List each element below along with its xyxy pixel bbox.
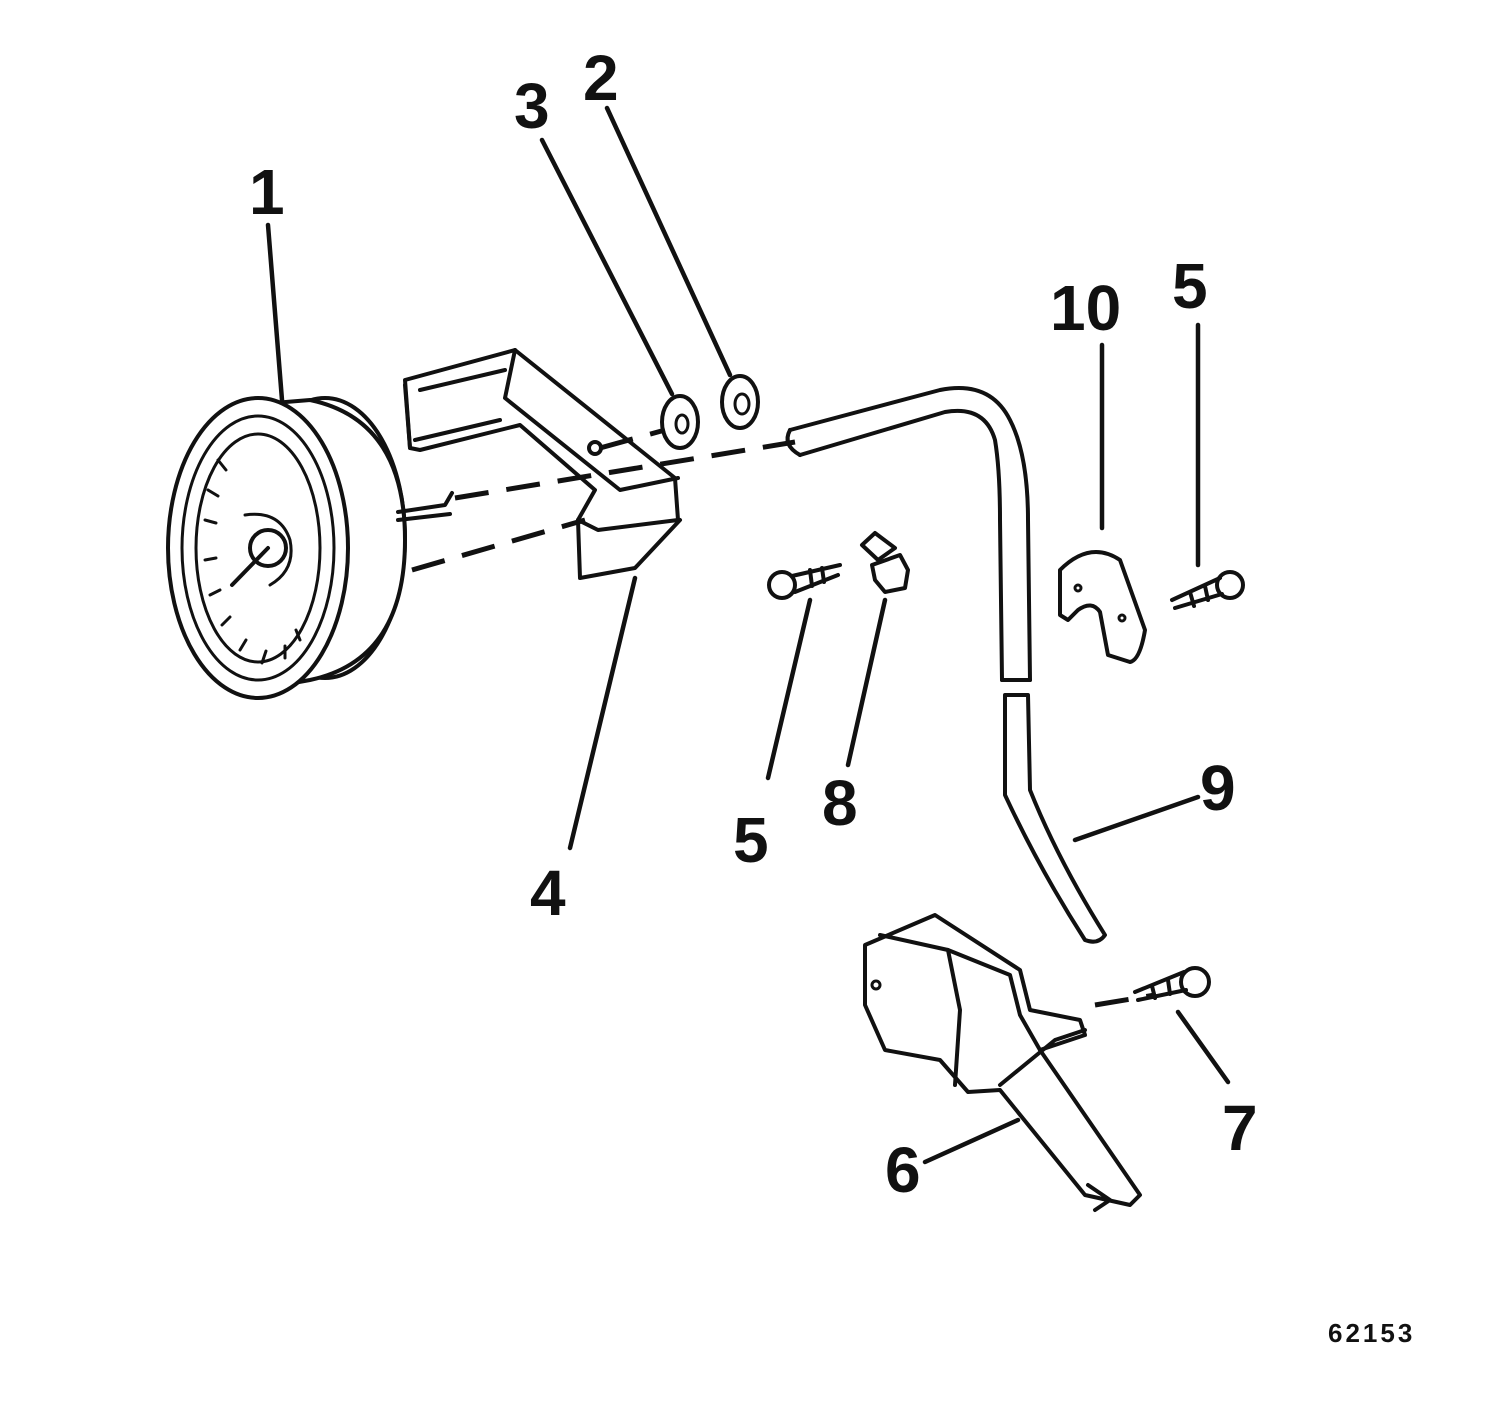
figure-number: 62153 [1328,1318,1415,1348]
nut-part [720,374,760,430]
leader-4 [567,575,638,851]
lock-washer-part [660,394,700,450]
screw-part-right [1170,570,1245,610]
sender-part [863,913,1142,1212]
callout-10: 10 [1050,272,1121,344]
screw-part-7 [1133,966,1211,1002]
callout-9: 9 [1200,752,1236,824]
assembly-line-stud [599,427,666,451]
leader-2 [604,105,733,378]
leader-7 [1175,1009,1231,1085]
leader-1 [265,222,285,403]
gauge-part [166,396,454,700]
callout-1: 1 [249,156,285,228]
leader-6 [922,1117,1021,1165]
leader-9 [1072,794,1201,843]
screw-part-left [767,563,842,600]
assembly-line-lower [411,517,586,573]
leader-5a [765,597,813,781]
callout-5-left: 5 [733,804,769,876]
callout-3: 3 [514,70,550,142]
callout-2: 2 [583,42,619,114]
leader-3 [539,137,675,397]
leader-8 [845,597,888,768]
callout-4: 4 [530,857,566,929]
callout-8: 8 [822,767,858,839]
cable-part [785,386,1107,944]
callout-5-right: 5 [1172,250,1208,322]
assembly-line-screw7 [1094,992,1156,1008]
plate-part [1058,550,1147,664]
bracket-part [403,348,682,580]
callout-7: 7 [1222,1092,1258,1164]
clip-part [860,531,910,594]
assembly-line-upper [454,439,796,501]
callout-6: 6 [885,1134,921,1206]
